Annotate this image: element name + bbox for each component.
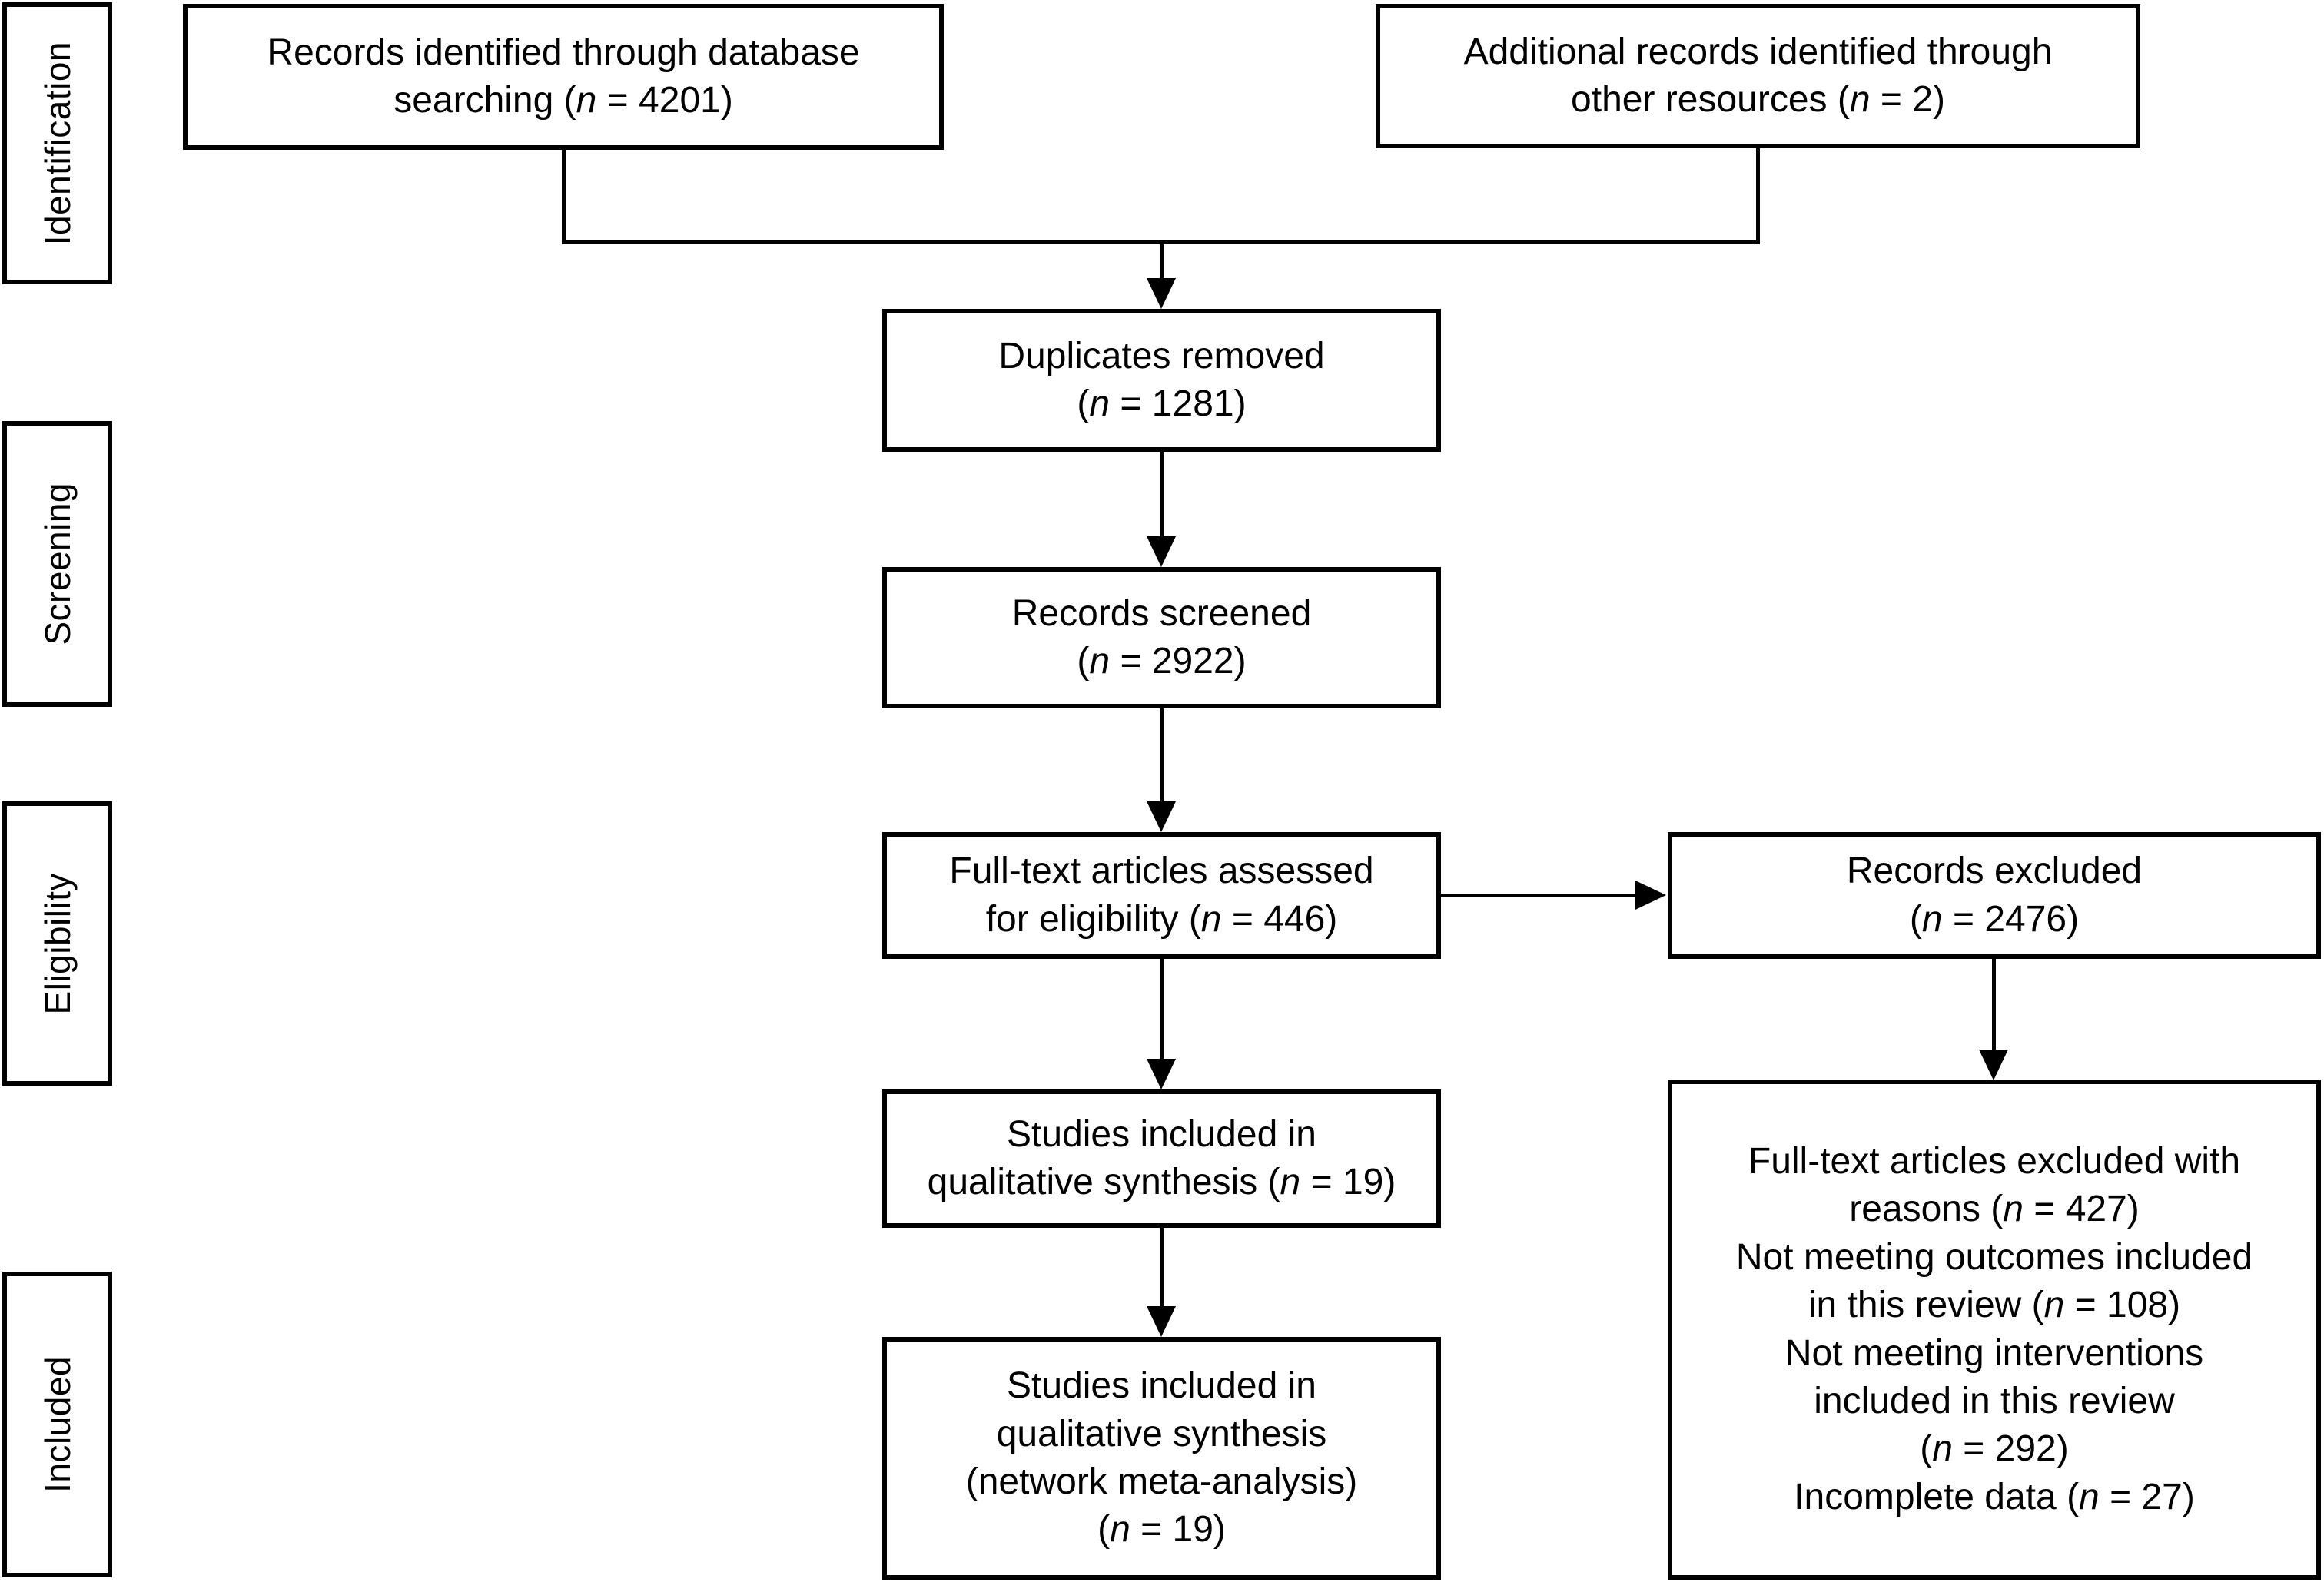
arrow-to-records-excluded bbox=[1635, 881, 1666, 910]
stage-box-screening: Screening bbox=[2, 421, 112, 707]
connector-fulltext-to-qualitative bbox=[1160, 959, 1164, 1060]
arrow-to-excluded-reasons bbox=[1979, 1050, 2008, 1080]
box-fulltext-excluded-with-reasons-text: Full-text articles excluded with reasons… bbox=[1735, 1140, 2253, 1517]
connector-db-search-down bbox=[562, 150, 566, 242]
box-fulltext-assessed-eligibility: Full-text articles assessed for eligibil… bbox=[882, 832, 1441, 959]
connector-fulltext-to-excluded bbox=[1441, 894, 1637, 897]
box-duplicates-removed-text: Duplicates removed (n = 1281) bbox=[998, 335, 1325, 424]
box-studies-network-meta-analysis: Studies included in qualitative synthesi… bbox=[882, 1337, 1441, 1580]
stage-box-eligibility: Eligibility bbox=[2, 801, 112, 1086]
box-records-identified-database-text: Records identified through database sear… bbox=[267, 32, 860, 121]
stage-box-included: Included bbox=[2, 1272, 112, 1577]
connector-other-sources-down bbox=[1756, 148, 1760, 242]
box-studies-network-meta-analysis-text: Studies included in qualitative synthesi… bbox=[965, 1365, 1358, 1550]
box-additional-records-other-sources: Additional records identified through ot… bbox=[1376, 4, 2140, 148]
stage-label-identification: Identification bbox=[37, 41, 78, 246]
box-records-identified-database: Records identified through database sear… bbox=[183, 4, 944, 150]
box-fulltext-assessed-eligibility-text: Full-text articles assessed for eligibil… bbox=[949, 851, 1374, 940]
arrow-to-duplicates bbox=[1147, 278, 1176, 309]
box-studies-qualitative-synthesis-text: Studies included in qualitative synthesi… bbox=[927, 1113, 1396, 1202]
arrow-to-network-meta-analysis bbox=[1147, 1306, 1176, 1337]
stage-label-eligibility: Eligibility bbox=[37, 872, 78, 1015]
box-records-screened-text: Records screened (n = 2922) bbox=[1011, 592, 1312, 682]
connector-duplicates-to-screened bbox=[1160, 452, 1164, 538]
connector-qualitative-to-nma bbox=[1160, 1228, 1164, 1308]
arrow-to-fulltext-assessed bbox=[1147, 801, 1176, 832]
arrow-to-records-screened bbox=[1147, 536, 1176, 567]
arrow-to-qualitative-synthesis bbox=[1147, 1059, 1176, 1089]
box-records-excluded: Records excluded (n = 2476) bbox=[1668, 832, 2321, 959]
box-records-screened: Records screened (n = 2922) bbox=[882, 567, 1441, 708]
box-fulltext-excluded-with-reasons: Full-text articles excluded with reasons… bbox=[1668, 1080, 2321, 1580]
stage-label-screening: Screening bbox=[37, 483, 78, 645]
connector-join-to-duplicates bbox=[1160, 240, 1164, 280]
connector-screened-to-fulltext bbox=[1160, 708, 1164, 802]
box-studies-qualitative-synthesis: Studies included in qualitative synthesi… bbox=[882, 1089, 1441, 1228]
box-additional-records-other-sources-text: Additional records identified through ot… bbox=[1463, 31, 2053, 120]
box-records-excluded-text: Records excluded (n = 2476) bbox=[1846, 851, 2143, 940]
stage-label-included: Included bbox=[37, 1356, 78, 1493]
stage-box-identification: Identification bbox=[2, 2, 112, 284]
box-duplicates-removed: Duplicates removed (n = 1281) bbox=[882, 309, 1441, 452]
connector-excluded-to-reasons bbox=[1992, 959, 1996, 1051]
